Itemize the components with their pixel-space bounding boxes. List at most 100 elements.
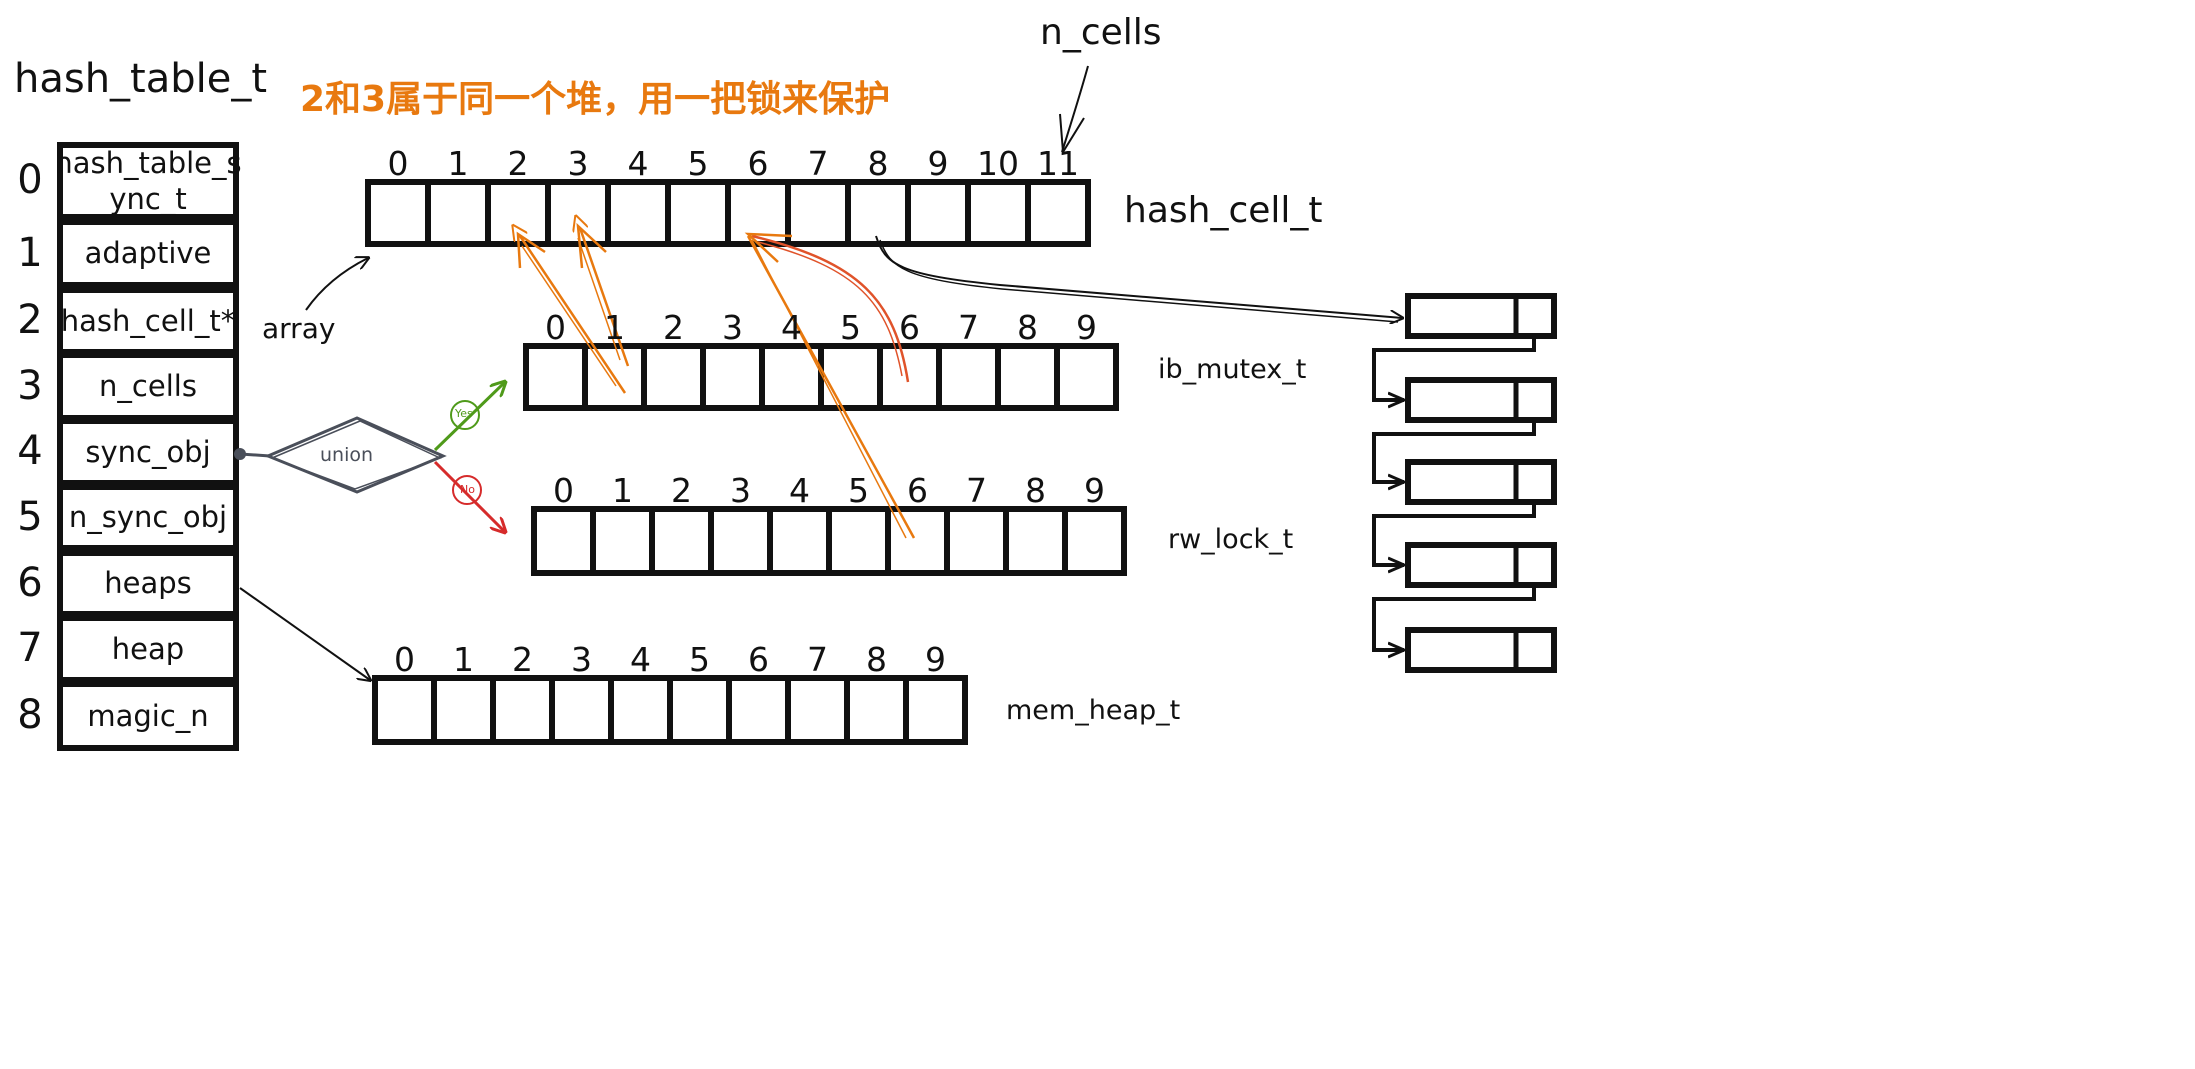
struct-field-box [57, 615, 239, 683]
hash-cell-index: 6 [747, 144, 769, 183]
struct-field-name: sync_obj [85, 434, 211, 469]
struct-field-name: hash_table_s ync_t [54, 145, 242, 216]
ib-mutex-index: 1 [604, 308, 625, 347]
hash-table-struct [57, 142, 239, 751]
hash-cell-label: hash_cell_t [1124, 190, 1323, 231]
ib-mutex-index: 4 [781, 308, 802, 347]
hash-cell-index: 9 [927, 144, 949, 183]
ib-mutex-cell [995, 343, 1060, 411]
hash-cell-cell [365, 179, 431, 247]
mem-heap-index: 9 [925, 640, 946, 679]
struct-field-name: n_sync_obj [68, 500, 228, 535]
mem-heap-index: 1 [453, 640, 474, 679]
lock-arrow-1 [520, 236, 627, 394]
hash-cell-index: 8 [867, 144, 889, 183]
mem-heap-cell [490, 675, 555, 745]
struct-field-box [57, 219, 239, 288]
rw-lock-index: 5 [848, 471, 869, 510]
struct-field-name: hash_cell_t* [60, 303, 236, 338]
lock-arrow-4 [751, 234, 910, 383]
struct-field-index: 6 [17, 559, 43, 606]
ib-mutex-index: 7 [958, 308, 979, 347]
mem-heap-index: 5 [689, 640, 710, 679]
mem-heap-index: 0 [394, 640, 415, 679]
mem-heap-index: 8 [866, 640, 887, 679]
hash-cell-cell [425, 179, 491, 247]
struct-field-box [57, 142, 239, 220]
mem-heap-cell [431, 675, 496, 745]
connector-dot [234, 448, 246, 460]
connectors [234, 65, 1402, 680]
struct-field-box [57, 681, 239, 751]
mem-heap-cell [844, 675, 909, 745]
mem-heap-cell [785, 675, 850, 745]
union-label: union [320, 444, 374, 466]
hash-cell-cell [785, 179, 851, 247]
struct-field-name: magic_n [87, 698, 209, 733]
n-cells-pointer-arrow [1061, 65, 1089, 153]
lock-arrowhead-6 [744, 232, 793, 263]
mem-heap-cell [608, 675, 673, 745]
mem-heap-cell [667, 675, 732, 745]
struct-field-index: 2 [17, 297, 43, 343]
rw-lock-cell [531, 506, 596, 576]
struct-field-index: 3 [17, 362, 43, 409]
rw-lock-array [531, 506, 1127, 576]
struct-field-box [57, 550, 239, 617]
struct-field-name: heap [111, 631, 185, 666]
rw-lock-index: 9 [1084, 471, 1105, 510]
ib-mutex-index: 8 [1017, 308, 1038, 347]
hash-cell-index: 1 [447, 144, 469, 183]
rw-lock-cell [1003, 506, 1068, 576]
ib-mutex-cell [936, 343, 1001, 411]
rw-lock-index: 6 [907, 471, 928, 510]
hash-cell-index: 2 [507, 144, 529, 183]
rw-lock-index: 1 [612, 471, 633, 510]
cell-chain-list [1372, 293, 1557, 673]
hash-cell-cell [845, 179, 911, 247]
rw-lock-label: rw_lock_t [1168, 524, 1294, 555]
hash-cell-cell [665, 179, 731, 247]
no-badge [452, 475, 482, 505]
struct-field-index: 7 [17, 625, 43, 671]
ib-mutex-index: 0 [545, 308, 566, 347]
chain-node [1405, 627, 1557, 673]
lock-arrow-2 [580, 228, 630, 367]
struct-field-index: 0 [17, 157, 43, 203]
mem-heap-label: mem_heap_t [1006, 695, 1181, 726]
hash-cell-index: 4 [627, 144, 649, 183]
no-branch-arrow [433, 460, 505, 532]
yes-branch-arrow [433, 382, 505, 452]
rw-lock-cell [708, 506, 773, 576]
hash-cell-cell [605, 179, 671, 247]
mem-heap-cell [549, 675, 614, 745]
rw-lock-index: 0 [553, 471, 574, 510]
hash-cell-index: 5 [687, 144, 709, 183]
hash-cell-index: 7 [807, 144, 829, 183]
n-cells-label: n_cells [1040, 12, 1162, 53]
rw-lock-index: 8 [1025, 471, 1046, 510]
chain-link-arrow [1372, 502, 1536, 565]
mem-heap-index: 7 [807, 640, 828, 679]
mem-heap-index: 3 [571, 640, 592, 679]
struct-field-index: 5 [17, 493, 43, 540]
hash-cell-cell [1025, 179, 1091, 247]
ib-mutex-cell [641, 343, 706, 411]
chain-node [1405, 459, 1557, 505]
hash-cell-cell [905, 179, 971, 247]
union-diamond [264, 416, 447, 494]
array-pointer-arrow [305, 258, 368, 311]
struct-field-index: 4 [17, 428, 43, 474]
hash-cell-index: 3 [567, 144, 589, 183]
rw-lock-cell [944, 506, 1009, 576]
hash-cell-array [365, 179, 1091, 247]
n-cells-arrowhead [1059, 113, 1085, 156]
no-label: No [460, 483, 475, 496]
rw-lock-cell [649, 506, 714, 576]
rw-lock-cell [1062, 506, 1127, 576]
note-text: 2和3属于同一个堆，用一把锁来保护 [300, 79, 891, 120]
cell-to-chain-arrow [875, 235, 1402, 318]
mem-heap-array [372, 675, 968, 745]
rw-lock-cell [590, 506, 655, 576]
